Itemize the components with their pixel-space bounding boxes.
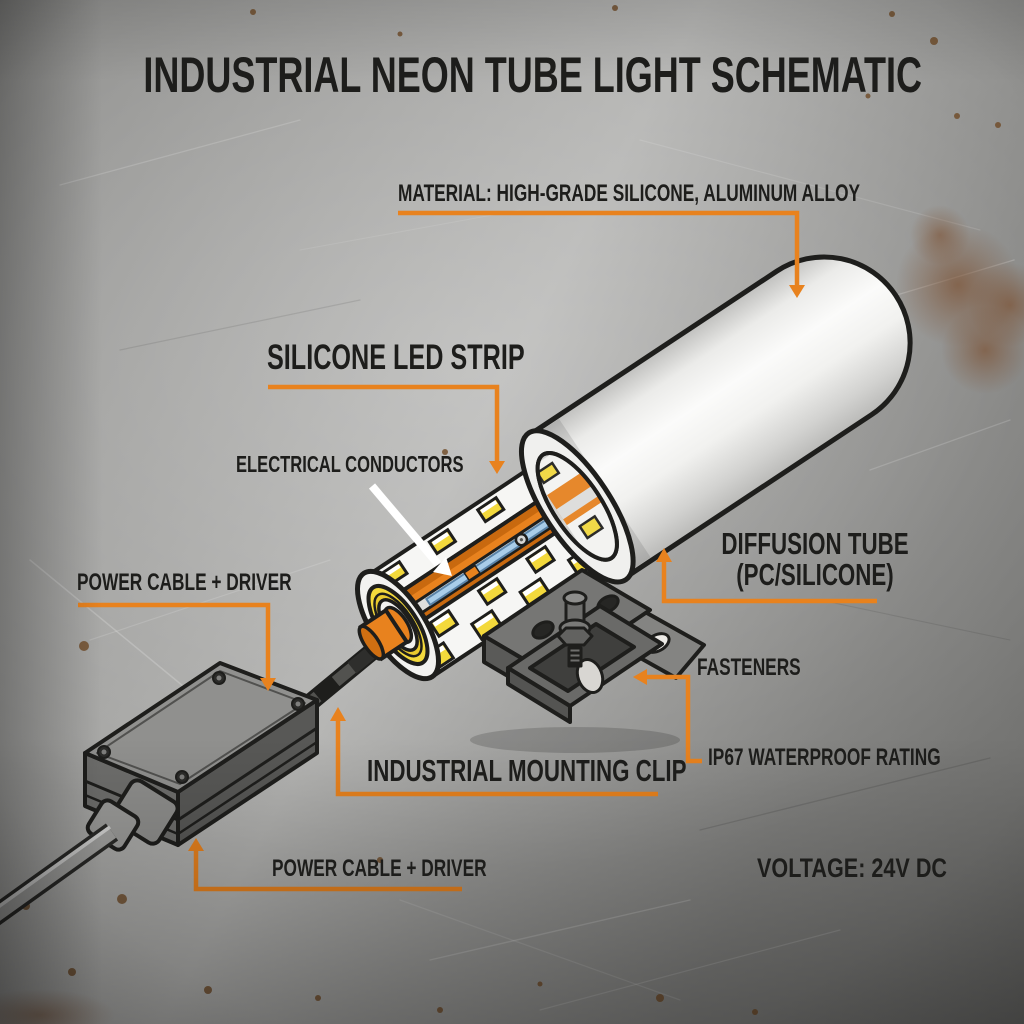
label-voltage: VOLTAGE: 24V DC: [757, 853, 948, 883]
power-cable-lower: [0, 823, 119, 926]
arrow-mounting-clip: [330, 707, 658, 797]
fastener-hole: [575, 658, 605, 694]
arrow-diffusion-tube: [656, 548, 877, 604]
callout-arrows: [78, 210, 877, 892]
tube-end-cross-section: [354, 568, 442, 682]
arrow-led-strip: [268, 384, 505, 474]
label-ip67-rating: IP67 WATERPROOF RATING: [708, 744, 941, 771]
label-electrical-conductors: ELECTRICAL CONDUCTORS: [236, 451, 464, 477]
arrow-fasteners: [633, 669, 702, 764]
label-power-cable-driver-top: POWER CABLE + DRIVER: [77, 569, 292, 596]
driver-box-screws: [97, 671, 305, 784]
label-material: MATERIAL: HIGH-GRADE SILICONE, ALUMINUM …: [398, 180, 861, 207]
mounting-clip: [470, 568, 706, 753]
arrow-material: [398, 210, 805, 298]
label-diffusion-line1: DIFFUSION TUBE: [721, 526, 909, 561]
page-title: INDUSTRIAL NEON TUBE LIGHT SCHEMATIC: [143, 47, 923, 103]
neon-tube-assembly: [354, 254, 913, 682]
label-mounting-clip: INDUSTRIAL MOUNTING CLIP: [367, 753, 687, 788]
arrow-power-top: [78, 602, 276, 691]
label-power-cable-driver-bottom: POWER CABLE + DRIVER: [272, 855, 487, 882]
label-silicone-led-strip: SILICONE LED STRIP: [267, 338, 525, 377]
rust-stains: [0, 5, 1024, 1024]
clip-bolt: [556, 590, 594, 668]
driver-box: [83, 661, 319, 852]
arrow-conductors: [368, 483, 452, 576]
tube-opening-ring: [518, 428, 636, 585]
label-diffusion-line2: (PC/SILICONE): [736, 557, 894, 592]
arrow-power-bottom: [188, 838, 462, 892]
label-diffusion-tube: DIFFUSION TUBE (PC/SILICONE): [707, 528, 923, 590]
label-fasteners: FASTENERS: [697, 654, 801, 681]
